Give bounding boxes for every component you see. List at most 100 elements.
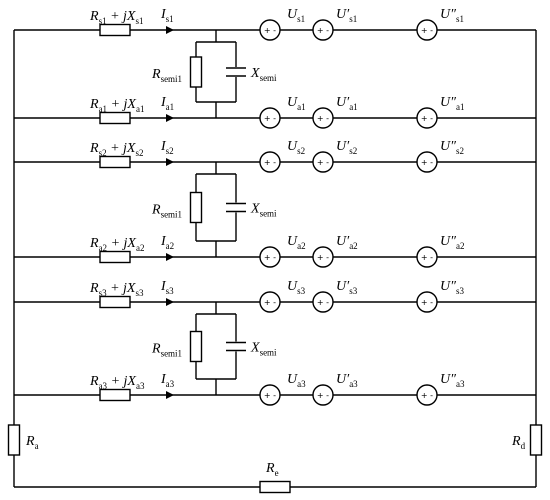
phase1-bottom-branch-source-u-sign: + -	[264, 114, 276, 123]
phase3-semi-cap-label-symbol: X	[250, 341, 260, 356]
phase3-semi-cap-label-subscript: semi	[260, 348, 277, 358]
phase2-bottom-branch-current-arrow	[166, 253, 174, 261]
phase1-top-branch-u-label-symbol: U	[287, 7, 298, 22]
right-rail-resistor-label-subscript: d	[521, 441, 526, 451]
phase1-top-branch-up-label: U′s1	[336, 7, 357, 24]
phase3-top-branch-u-label-subscript: s3	[297, 286, 306, 296]
phase3-bottom-branch-source-up: + -	[312, 384, 334, 406]
phase1-bottom-branch-impedance	[99, 111, 131, 125]
phase1-bottom-branch-upp-label: U″a1	[440, 95, 464, 112]
phase3-top-branch-current-label-subscript: s3	[166, 286, 175, 296]
phase1-top-branch-impedance-label-part-0: R	[89, 9, 99, 24]
phase3-semi-cap-label: Xsemi	[250, 341, 277, 358]
phase2-bottom-branch-impedance-label-part-4: a2	[136, 243, 145, 253]
phase2-semi-resistor-label: Rsemi1	[151, 203, 182, 220]
phase2-bottom-branch-u-label-subscript: a2	[297, 241, 306, 251]
phase1-semi-cap-label-symbol: X	[250, 66, 260, 81]
phase2-bottom-branch-upp-label: U″a2	[440, 234, 464, 251]
phase2-bottom-branch-current-label: Ia2	[160, 234, 174, 251]
phase3-top-branch-up-label-symbol: U′	[336, 279, 350, 294]
phase3-top-branch-source-u: + -	[259, 291, 281, 313]
phase2-semi-resistor	[189, 191, 203, 224]
phase3-top-branch-impedance-label-part-4: s3	[135, 288, 144, 298]
phase1-semi-resistor	[189, 56, 203, 88]
phase2-bottom-branch-impedance-label-part-2: + j	[107, 236, 127, 251]
phase2-top-branch-source-u-sign: + -	[264, 158, 276, 167]
phase2-top-branch-u-label-symbol: U	[287, 139, 298, 154]
phase1-bottom-branch-source-up-circle	[312, 107, 334, 129]
phase2-semi-cap-label: Xsemi	[250, 202, 277, 219]
phase3-bottom-branch-upp-label-symbol: U″	[440, 372, 456, 387]
phase2-top-branch-upp-label: U″s2	[440, 139, 464, 156]
phase2-top-branch-impedance-label-part-3: X	[126, 141, 136, 156]
phase3-top-branch-source-up: + -	[312, 291, 334, 313]
phase2-bottom-branch-impedance-label: Ra2 + jXa2	[89, 236, 144, 253]
phase2-top-branch-impedance-label-part-2: + j	[107, 141, 127, 156]
phase1-bottom-branch-up-label: U′a1	[336, 95, 358, 112]
phase3-bottom-branch-upp-label: U″a3	[440, 372, 465, 389]
phase1-bottom-branch-current-arrow	[166, 114, 174, 122]
phase3-bottom-branch-source-u-circle	[259, 384, 281, 406]
phase2-bottom-branch-impedance-label-part-1: a2	[99, 243, 108, 253]
phase3-top-branch-up-label: U′s3	[336, 279, 358, 296]
phase2-top-branch-upp-label-symbol: U″	[440, 139, 456, 154]
phase2-top-branch-impedance	[99, 155, 131, 169]
phase1-top-branch-source-upp: + -	[416, 19, 438, 41]
phase3-bottom-branch-impedance-label-part-1: a3	[99, 381, 108, 391]
phase1-bottom-branch-u-label: Ua1	[287, 95, 306, 112]
phase1-top-branch-source-up: + -	[312, 19, 334, 41]
phase2-top-branch-current-label-subscript: s2	[166, 146, 174, 156]
phase1-top-branch-current-arrow	[166, 26, 174, 34]
phase1-bottom-branch-upp-label-subscript: a1	[456, 102, 465, 112]
phase1-top-branch-impedance-label-part-2: + j	[107, 9, 127, 24]
phase1-bottom-branch-impedance-label-part-2: + j	[107, 97, 127, 112]
phase1-top-branch-source-u-circle	[259, 19, 281, 41]
phase3-bottom-branch-impedance-label-part-4: a3	[136, 381, 145, 391]
phase2-bottom-branch-source-up: + -	[312, 246, 334, 268]
phase3-top-branch-upp-label: U″s3	[440, 279, 464, 296]
phase1-bottom-branch-impedance-label-part-3: X	[126, 97, 136, 112]
right-rail-resistor-label: Rd	[511, 434, 526, 451]
phase2-top-branch-current-arrow	[166, 158, 174, 166]
phase1-top-branch-upp-label: U″s1	[440, 7, 464, 24]
left-rail-resistor-label-symbol: R	[25, 434, 35, 449]
phase2-bottom-branch-source-up-sign: + -	[317, 253, 329, 262]
phase3-bottom-branch-up-label-subscript: a3	[349, 379, 358, 389]
phase3-top-branch-impedance-label-part-2: + j	[107, 281, 127, 296]
phase1-semi-cap-label-subscript: semi	[260, 73, 277, 83]
right-rail-resistor	[529, 424, 543, 456]
phase1-bottom-branch-up-label-symbol: U′	[336, 95, 350, 110]
phase3-semi-resistor-label: Rsemi1	[151, 342, 182, 359]
phase3-semi-resistor-label-subscript: semi1	[161, 349, 183, 359]
phase2-top-branch-current-label-symbol: I	[160, 139, 167, 154]
phase1-top-branch-source-up-circle	[312, 19, 334, 41]
bottom-rail-resistor	[259, 480, 291, 494]
phase3-bottom-branch-source-upp: + -	[416, 384, 438, 406]
phase3-top-branch-current-label-symbol: I	[160, 279, 167, 294]
phase3-top-branch-impedance-label: Rs3 + jXs3	[89, 281, 144, 298]
phase1-top-branch-up-label-subscript: s1	[349, 14, 357, 24]
phase2-top-branch-u-label: Us2	[287, 139, 305, 156]
phase2-semi-resistor-label-subscript: semi1	[161, 210, 183, 220]
phase1-top-branch-source-u: + -	[259, 19, 281, 41]
phase3-bottom-branch-current-label: Ia3	[160, 372, 175, 389]
phase2-bottom-branch-u-label: Ua2	[287, 234, 306, 251]
phase1-top-branch-source-up-sign: + -	[317, 26, 329, 35]
phase3-bottom-branch-impedance-label-part-0: R	[89, 374, 99, 389]
phase3-bottom-branch-up-label-symbol: U′	[336, 372, 350, 387]
phase1-top-branch-source-upp-sign: + -	[421, 26, 433, 35]
phase2-bottom-branch-current-label-subscript: a2	[166, 241, 175, 251]
phase3-top-branch-source-upp: + -	[416, 291, 438, 313]
phase1-bottom-branch-impedance-label-part-0: R	[89, 97, 99, 112]
phase3-bottom-branch-u-label: Ua3	[287, 372, 306, 389]
phase2-top-branch-up-label-subscript: s2	[349, 146, 357, 156]
phase1-bottom-branch-source-upp-circle	[416, 107, 438, 129]
bottom-rail-resistor-label-symbol: R	[265, 461, 275, 476]
left-rail-resistor-label: Ra	[25, 434, 39, 451]
phase2-bottom-branch-impedance	[99, 250, 131, 264]
phase1-bottom-branch-impedance-label: Ra1 + jXa1	[89, 97, 144, 114]
phase3-top-branch-impedance-label-part-1: s3	[99, 288, 108, 298]
phase2-bottom-branch-source-upp: + -	[416, 246, 438, 268]
